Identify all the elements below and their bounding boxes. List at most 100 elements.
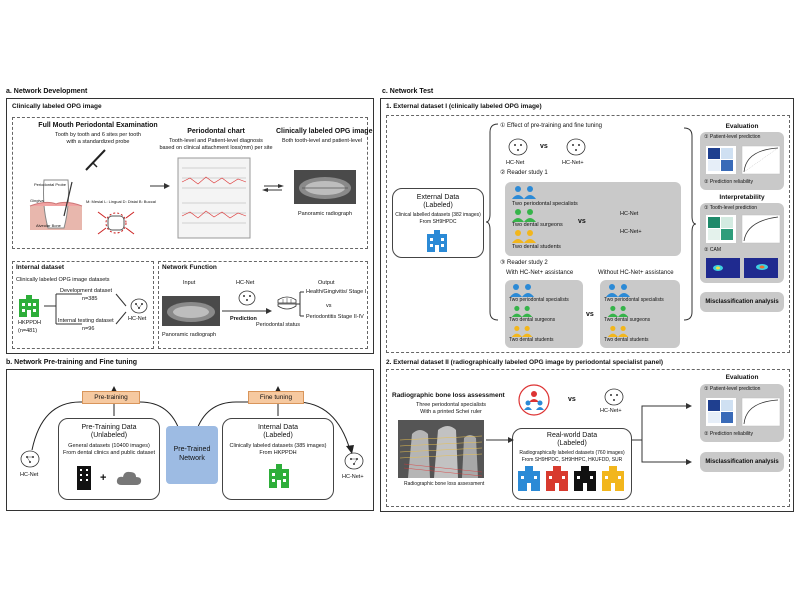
r1-surgeons: Two dental surgeons: [512, 222, 563, 228]
panel-c: [380, 98, 794, 512]
r2-vs: vs: [586, 311, 594, 318]
r2a-perio: Two periodontal specialists: [509, 297, 569, 303]
right-brace: [683, 127, 697, 321]
pretrained-network-box: Pre-Trained Network: [166, 426, 218, 484]
func-brain-icon: [238, 290, 256, 306]
chart-sub2: based on clinical attachment loss(mm) pe…: [159, 145, 273, 151]
pretraining-data-box: [58, 418, 160, 500]
cam-heatmap-2: [744, 258, 778, 278]
ext-data-l1: Clinical labelled datasets (382 images): [395, 212, 481, 218]
rbl-caption: Radiographic bone loss assessment: [404, 481, 485, 487]
opg-sub: Both tooth-level and patient-level: [281, 138, 363, 144]
hcnet-label-b: HC-Net: [20, 472, 39, 478]
hospital-n: (n=481): [18, 328, 38, 334]
ext2-hcnetplus: HC-Net+: [600, 408, 622, 414]
pretraining-label: Pre-training: [82, 391, 140, 404]
func-title: Network Function: [162, 264, 217, 271]
internal-net-label: HC-Net: [128, 316, 147, 322]
rw-l1: Radiographically labeled datasets (760 i…: [519, 450, 625, 456]
panel-a-title: a. Network Development: [6, 88, 88, 95]
interpretability-title: Interpretability: [719, 194, 765, 201]
cloud-icon: [116, 471, 142, 485]
brain-network-icon: [130, 298, 148, 314]
surgeons-icon-r2b: [607, 305, 629, 317]
r1-perio: Two periodontal specialists: [512, 201, 578, 207]
r1-hcnet: HC-Net: [620, 211, 639, 217]
dev-n: n=385: [82, 296, 98, 302]
eval-patient: ① Patient-level prediction: [704, 134, 761, 140]
func-branch: [296, 291, 304, 317]
opg-section-box: [12, 117, 368, 249]
ext1-box: [386, 115, 790, 353]
eval-reliability: ② Prediction reliability: [704, 179, 753, 185]
int-sub: (Labeled): [263, 432, 293, 439]
r2b-perio: Two periodontal specialists: [604, 297, 664, 303]
double-arrow: [262, 184, 284, 192]
confusion-matrix-1: [706, 146, 736, 174]
reader1-label: ② Reader study 1: [500, 170, 548, 176]
misclass-box-1: Misclassification analysis: [700, 292, 784, 312]
tooth-probe-illustration: [29, 179, 83, 230]
ext-data-l2: From SH9HPDC: [419, 219, 457, 225]
eval2-reliability: ② Prediction reliability: [704, 431, 753, 437]
students-icon-r2b: [607, 325, 629, 337]
cam-heatmap-1: [706, 258, 740, 278]
func-input: Input: [183, 280, 196, 286]
ext-data-title: External Data: [416, 194, 460, 201]
func-prediction: Prediction: [230, 316, 257, 322]
ext1-title: 1. External dataset I (clinically labele…: [386, 103, 542, 110]
with-assist: With HC-Net+ assistance: [506, 270, 574, 276]
exam-sub1: Tooth by tooth and 6 sites per tooth: [55, 132, 141, 138]
exam-sub2: with a standardized probe: [66, 139, 130, 145]
plus-sign: +: [100, 472, 107, 484]
func-pano-label: Panoramic radiograph: [162, 332, 217, 338]
hcnetplus-label-b: HC-Net+: [342, 474, 364, 480]
left-brace: [485, 123, 499, 321]
effect-vs: vs: [540, 143, 548, 150]
pano-label: Panoramic radiograph: [297, 211, 353, 217]
arrow-exam-to-chart: [150, 183, 170, 189]
effect-hcnetplus: HC-Net+: [562, 160, 584, 166]
panoramic-radiograph-image: [294, 170, 356, 204]
surgeons-icon-r1: [512, 209, 536, 222]
specialists-icon-r1: [512, 186, 536, 199]
effect-label: ① Effect of pre-training and fine tuning: [500, 123, 602, 129]
internal-title: Internal dataset: [16, 264, 65, 271]
hospital-green-icon-b: [269, 464, 289, 488]
test-n: n=96: [82, 326, 95, 332]
tooth-sites-illustration: [97, 211, 135, 235]
func-out1: Health/Gingivitis/ Stage I: [306, 289, 367, 295]
finetuning-label: Fine tuning: [248, 391, 304, 404]
func-vs: vs: [326, 303, 332, 309]
reader2-label: ③ Reader study 2: [500, 260, 548, 266]
ext2-vs: vs: [568, 396, 576, 403]
hospital-green-icon: [19, 295, 39, 317]
students-icon-r2a: [511, 325, 533, 337]
ext2-connectors: [486, 403, 692, 465]
rbl-l1: Three periodontal specialists: [415, 402, 486, 408]
hospital-blue-icon: [427, 230, 447, 252]
interp-cam: ② CAM: [704, 247, 721, 253]
r1-students: Two dental students: [512, 244, 561, 250]
effect-hcnet: HC-Net: [506, 160, 525, 166]
specialists-icon-r2a: [510, 284, 534, 297]
periodontal-chart-image: [177, 157, 251, 239]
r2a-students: Two dental students: [509, 337, 554, 343]
hcnet-brain-icon-b: [20, 450, 40, 468]
exam-title: Full Mouth Periodontal Examination: [38, 122, 158, 129]
func-output: Output: [318, 280, 335, 286]
rbl-l2: With a printed Schei ruler: [420, 409, 482, 415]
specialists-icon-r2b: [606, 284, 630, 297]
func-radiograph-image: [162, 296, 220, 326]
eval2-patient: ① Patient-level prediction: [704, 386, 761, 392]
split-lines: [44, 293, 127, 325]
interp-tooth: ① Tooth-level prediction: [704, 205, 758, 211]
int-l2: From HKPPDH: [259, 450, 297, 456]
pre-data-sub: (Unlabeled): [90, 432, 128, 439]
ext2-box: [386, 369, 790, 507]
evaluation2-title: Evaluation: [725, 374, 759, 381]
r2b-surgeons: Two dental surgeons: [604, 317, 651, 323]
func-arrow: [222, 308, 272, 314]
evaluation-title: Evaluation: [725, 123, 759, 130]
hospital-label: HKPPDH: [18, 320, 41, 326]
